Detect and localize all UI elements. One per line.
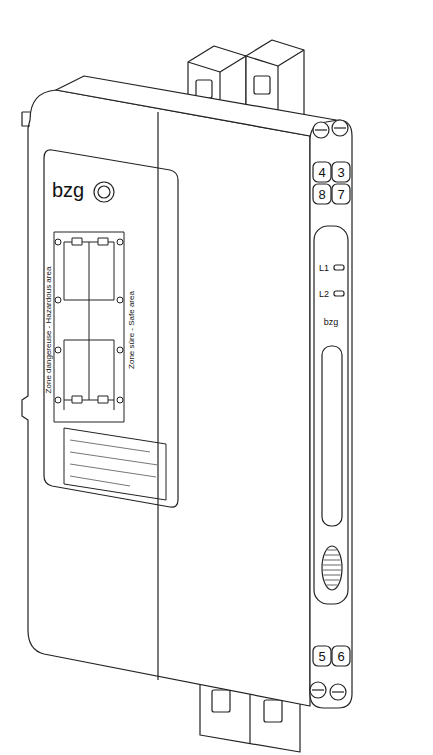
- brand-logo: bzg: [52, 180, 84, 200]
- terminal-number: 5: [318, 650, 325, 663]
- terminal-screw: [310, 120, 348, 700]
- terminal-number-plate: [332, 184, 350, 204]
- zone-label: Zone dangereuse - Hazardous area: [45, 267, 53, 394]
- led-label: L2: [319, 290, 329, 299]
- side-label-panel: [44, 150, 178, 507]
- housing-top: [56, 76, 336, 136]
- housing-tab: [22, 112, 30, 126]
- terminal-number: 7: [337, 188, 344, 201]
- housing-front: [310, 120, 352, 708]
- vent-grille-lines: [323, 550, 341, 585]
- housing-side: [22, 90, 310, 706]
- brand-logo: bzg: [324, 318, 339, 327]
- terminal-number-plate: [313, 184, 331, 204]
- rating-plate: [64, 428, 166, 500]
- certification-logo: [94, 182, 114, 202]
- terminal-number: 8: [318, 188, 325, 201]
- front-window: [314, 226, 348, 604]
- certification-logo: [98, 186, 110, 198]
- zone-label: Zone sûre - Safe area: [128, 291, 136, 369]
- terminal-number-plate: [313, 646, 331, 666]
- led-label: L1: [319, 264, 329, 273]
- terminal-number: 4: [318, 166, 325, 179]
- terminal-number: 6: [337, 650, 344, 663]
- front-slot: [322, 346, 342, 526]
- terminal-number-plate: [332, 162, 350, 182]
- terminal-number-plate: [332, 646, 350, 666]
- housing-seam: [157, 112, 158, 680]
- led-indicator: [334, 265, 344, 270]
- wiring-schematic: [54, 232, 124, 422]
- terminal-number: 3: [337, 166, 344, 179]
- vent-grille: [322, 546, 342, 590]
- terminal-number-plate: [313, 162, 331, 182]
- led-indicator: [334, 291, 344, 296]
